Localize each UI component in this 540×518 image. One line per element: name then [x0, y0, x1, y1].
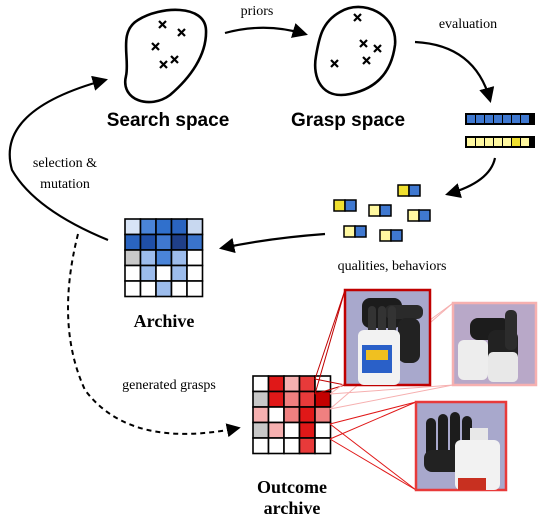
grasp-space-label: Grasp space [291, 110, 405, 131]
grid-cell [252, 421, 270, 439]
archive-label: Archive [134, 311, 195, 331]
grid-cell [314, 406, 332, 424]
grid-cell [283, 406, 301, 424]
grid-cell [298, 421, 316, 439]
grid-cell [314, 421, 332, 439]
grid-cell [124, 249, 142, 267]
grid-cell [283, 375, 301, 393]
grid-cell [314, 437, 332, 455]
grid-cell [124, 218, 142, 236]
evaluation-label: evaluation [439, 17, 497, 32]
grid-cell [186, 280, 204, 298]
grasp-space-blob [313, 5, 397, 97]
grid-cell [155, 280, 173, 298]
grid-cell [252, 375, 270, 393]
grid-cell [170, 233, 188, 251]
grid-cell [283, 390, 301, 408]
evaluation-arrow [414, 40, 495, 103]
grid-cell [124, 280, 142, 298]
selection-mutation-arrow [8, 75, 109, 242]
grid-cell [186, 249, 204, 267]
grid-cell [314, 375, 332, 393]
search-space-label: Search space [107, 110, 230, 131]
grid-cell [283, 421, 301, 439]
grasp-photo-3 [414, 400, 508, 492]
priors-arrow [224, 23, 308, 38]
priors-label: priors [241, 4, 274, 19]
grid-cell [170, 249, 188, 267]
evaluation-vectors [465, 113, 535, 148]
grid-cell [252, 406, 270, 424]
bottle-icon [358, 330, 400, 385]
outcome-label-line1: Outcome [257, 477, 327, 497]
grid-cell [170, 264, 188, 282]
generated-grasps-label: generated grasps [122, 378, 216, 393]
grasp-space-crosses [330, 13, 382, 68]
archive-grid [124, 218, 204, 298]
qualities-behaviors-label: qualities, behaviors [338, 259, 447, 274]
search-space-blob [123, 8, 208, 104]
grid-cell [267, 437, 285, 455]
grid-cell [298, 437, 316, 455]
grid-cell [139, 218, 157, 236]
grid-cell [252, 390, 270, 408]
grid-cell [155, 264, 173, 282]
grid-cell [170, 280, 188, 298]
grid-cell [298, 406, 316, 424]
grid-cell [267, 375, 285, 393]
grid-cell [267, 390, 285, 408]
grid-cell [124, 233, 142, 251]
bottle-icon [455, 428, 500, 490]
grasp-photo-2 [451, 301, 538, 387]
grid-cell [170, 218, 188, 236]
generated-grasps-arrow [67, 233, 241, 438]
grid-cell [155, 249, 173, 267]
grid-cell [186, 264, 204, 282]
grid-cell [139, 249, 157, 267]
grid-cell [186, 218, 204, 236]
behavior-vector [465, 136, 535, 148]
split-arrow [445, 157, 497, 199]
grid-cell [124, 264, 142, 282]
quality-behavior-pairs [333, 184, 431, 242]
grasp-photo-1 [343, 288, 432, 387]
bottle-icon [458, 340, 518, 382]
outcome-archive-grid [252, 375, 332, 455]
selection-label-line2: mutation [40, 177, 90, 192]
grid-cell [298, 390, 316, 408]
selection-label-line1: selection & [33, 156, 97, 171]
to-archive-arrow [218, 232, 326, 254]
grid-cell [139, 280, 157, 298]
grid-cell [252, 437, 270, 455]
grid-cell [267, 406, 285, 424]
grid-cell [314, 390, 332, 408]
grid-cell [298, 375, 316, 393]
grid-cell [155, 233, 173, 251]
outcome-label-line2: archive [264, 498, 321, 518]
search-space-crosses [151, 20, 186, 69]
grid-cell [267, 421, 285, 439]
grid-cell [283, 437, 301, 455]
quality-vector [465, 113, 535, 125]
grid-cell [139, 233, 157, 251]
grid-cell [155, 218, 173, 236]
grid-cell [139, 264, 157, 282]
grid-cell [186, 233, 204, 251]
